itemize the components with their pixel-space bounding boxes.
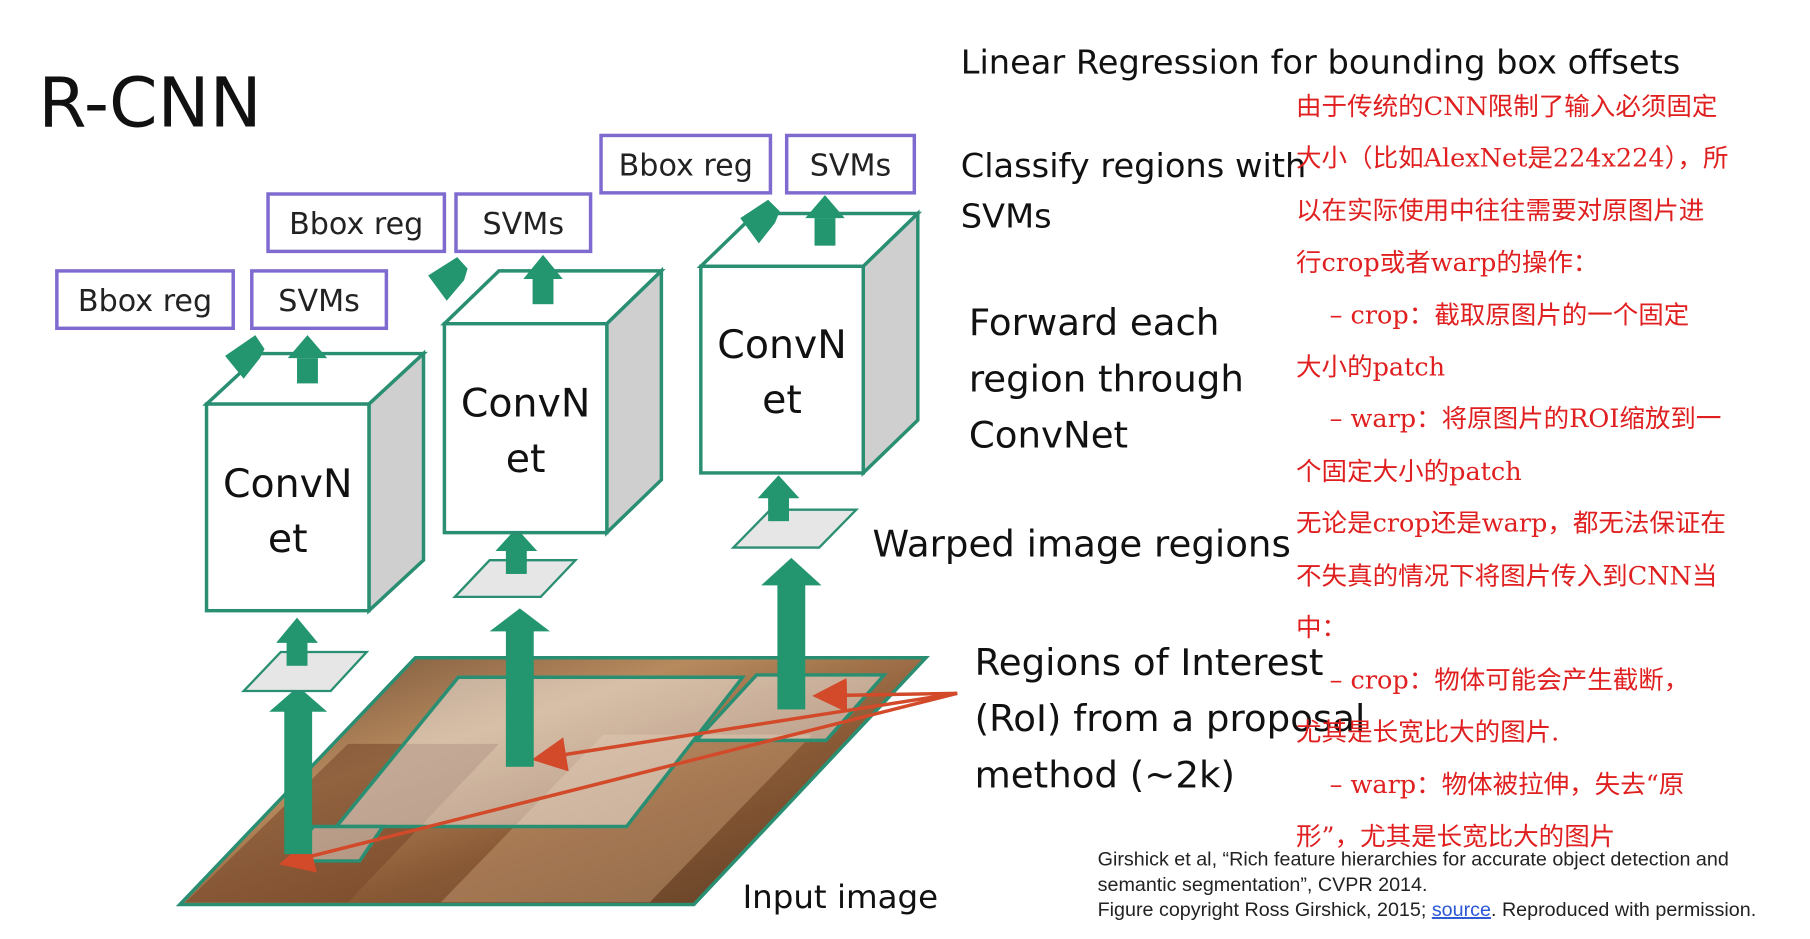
arrow-up-icon: [777, 583, 806, 710]
annotation-line: – warp：物体被拉伸，失去“原: [1296, 769, 1684, 799]
warped-region-plate: [240, 650, 370, 693]
annotation-line: 中：: [1296, 612, 1347, 642]
arrow-up-icon: [286, 640, 308, 666]
column-1: ConvN et Bbox reg SVMs: [55, 269, 428, 855]
citation-line3: Figure copyright Ross Girshick, 2015; so…: [1098, 899, 1757, 921]
label-classify-line2: SVMs: [961, 196, 1052, 235]
label-roi-line1: Regions of Interest: [975, 641, 1324, 684]
annotation-line: 尤其是长宽比大的图片.: [1296, 717, 1559, 747]
arrow-up-icon: [284, 709, 313, 855]
label-forward-line3: ConvNet: [969, 414, 1128, 457]
convnet-cube: [699, 264, 866, 475]
annotation-line: 形”，尤其是长宽比大的图片: [1296, 821, 1615, 851]
arrow-up-icon: [505, 548, 527, 574]
svms-label: SVMs: [278, 284, 360, 319]
svms-label: SVMs: [483, 207, 565, 242]
input-image-label: Input image: [743, 878, 939, 916]
arrow-up-icon: [495, 528, 538, 551]
annotation-line: 不失真的情况下将图片传入到CNN当: [1296, 560, 1717, 590]
arrow-up-icon: [761, 557, 822, 586]
convnet-label-line2: et: [506, 437, 546, 482]
convnet-label-line1: ConvN: [223, 462, 352, 507]
bbox-reg-label: Bbox reg: [289, 207, 423, 242]
arrow-up-icon: [297, 358, 318, 384]
label-classify-line1: Classify regions with: [961, 146, 1307, 185]
label-warped: Warped image regions: [873, 523, 1291, 566]
annotation-line: 个固定大小的patch: [1296, 456, 1522, 486]
bbox-reg-label: Bbox reg: [78, 284, 212, 319]
bbox-reg-label: Bbox reg: [619, 149, 753, 184]
roi-pointer-arrows: [278, 678, 958, 873]
annotation-line: 由于传统的CNN限制了输入必须固定: [1296, 91, 1717, 121]
annotation-line: – crop：截取原图片的一个固定: [1296, 300, 1689, 330]
convnet-label-line1: ConvN: [461, 382, 590, 427]
arrow-diagonal-icon: [740, 199, 780, 244]
citation-suffix: . Reproduced with permission.: [1491, 899, 1756, 921]
annotation-line: 大小的patch: [1296, 351, 1445, 381]
arrow-up-icon: [532, 278, 554, 305]
annotation-line: 无论是crop还是warp，都无法保证在: [1296, 508, 1726, 538]
column-3: ConvN et Bbox reg SVMs: [599, 133, 923, 710]
convnet-cube: [442, 321, 609, 535]
annotation-line: 行crop或者warp的操作：: [1296, 247, 1598, 277]
chinese-annotation: 由于传统的CNN限制了输入必须固定 大小（比如AlexNet是224x224），…: [1296, 91, 1728, 851]
bbox-reg-box: [55, 269, 235, 331]
arrow-up-icon: [523, 254, 563, 279]
arrow-up-icon: [287, 335, 328, 359]
arrow-up-icon: [814, 218, 836, 246]
convnet-label-line1: ConvN: [717, 323, 846, 368]
svms-box: [784, 133, 917, 195]
bbox-reg-box: [266, 192, 447, 254]
annotation-line: – warp：将原图片的ROI缩放到一: [1296, 403, 1721, 433]
warped-region-plate: [452, 559, 579, 599]
column-2: ConvN et Bbox reg SVMs: [266, 192, 666, 767]
label-forward-line1: Forward each: [969, 301, 1220, 344]
arrow-up-icon: [757, 475, 800, 499]
arrow-up-icon: [805, 195, 845, 219]
svms-box: [250, 269, 389, 331]
convnet-label-line2: et: [268, 517, 308, 562]
citation-line1: Girshick et al, “Rich feature hierarchie…: [1098, 849, 1729, 871]
annotation-line: 以在实际使用中往往需要对原图片进: [1296, 195, 1704, 225]
arrow-up-icon: [489, 608, 550, 632]
citation-line2: semantic segmentation”, CVPR 2014.: [1098, 874, 1428, 896]
arrow-up-icon: [505, 629, 534, 767]
label-forward-line2: region through: [969, 358, 1244, 401]
label-linear-regression: Linear Regression for bounding box offse…: [961, 43, 1681, 82]
warped-region-plate: [730, 508, 860, 549]
label-roi-line3: method (~2k): [975, 754, 1235, 797]
annotation-line: – crop：物体可能会产生截断，: [1296, 665, 1689, 695]
bbox-reg-box: [599, 133, 773, 195]
arrow-diagonal-icon: [225, 335, 265, 379]
arrow-up-icon: [269, 686, 328, 712]
arrow-up-icon: [768, 495, 790, 522]
label-roi-line2: (RoI) from a proposal: [975, 697, 1366, 740]
svms-label: SVMs: [810, 149, 892, 184]
page-title: R-CNN: [38, 64, 261, 144]
svms-box: [454, 192, 593, 254]
citation-prefix: Figure copyright Ross Girshick, 2015;: [1098, 899, 1432, 921]
arrow-up-icon: [276, 617, 318, 643]
annotation-line: 大小（比如AlexNet是224x224），所: [1296, 143, 1728, 173]
convnet-label-line2: et: [762, 378, 802, 423]
source-link[interactable]: source: [1432, 899, 1491, 921]
arrow-diagonal-icon: [428, 257, 468, 301]
convnet-cube: [204, 402, 371, 613]
